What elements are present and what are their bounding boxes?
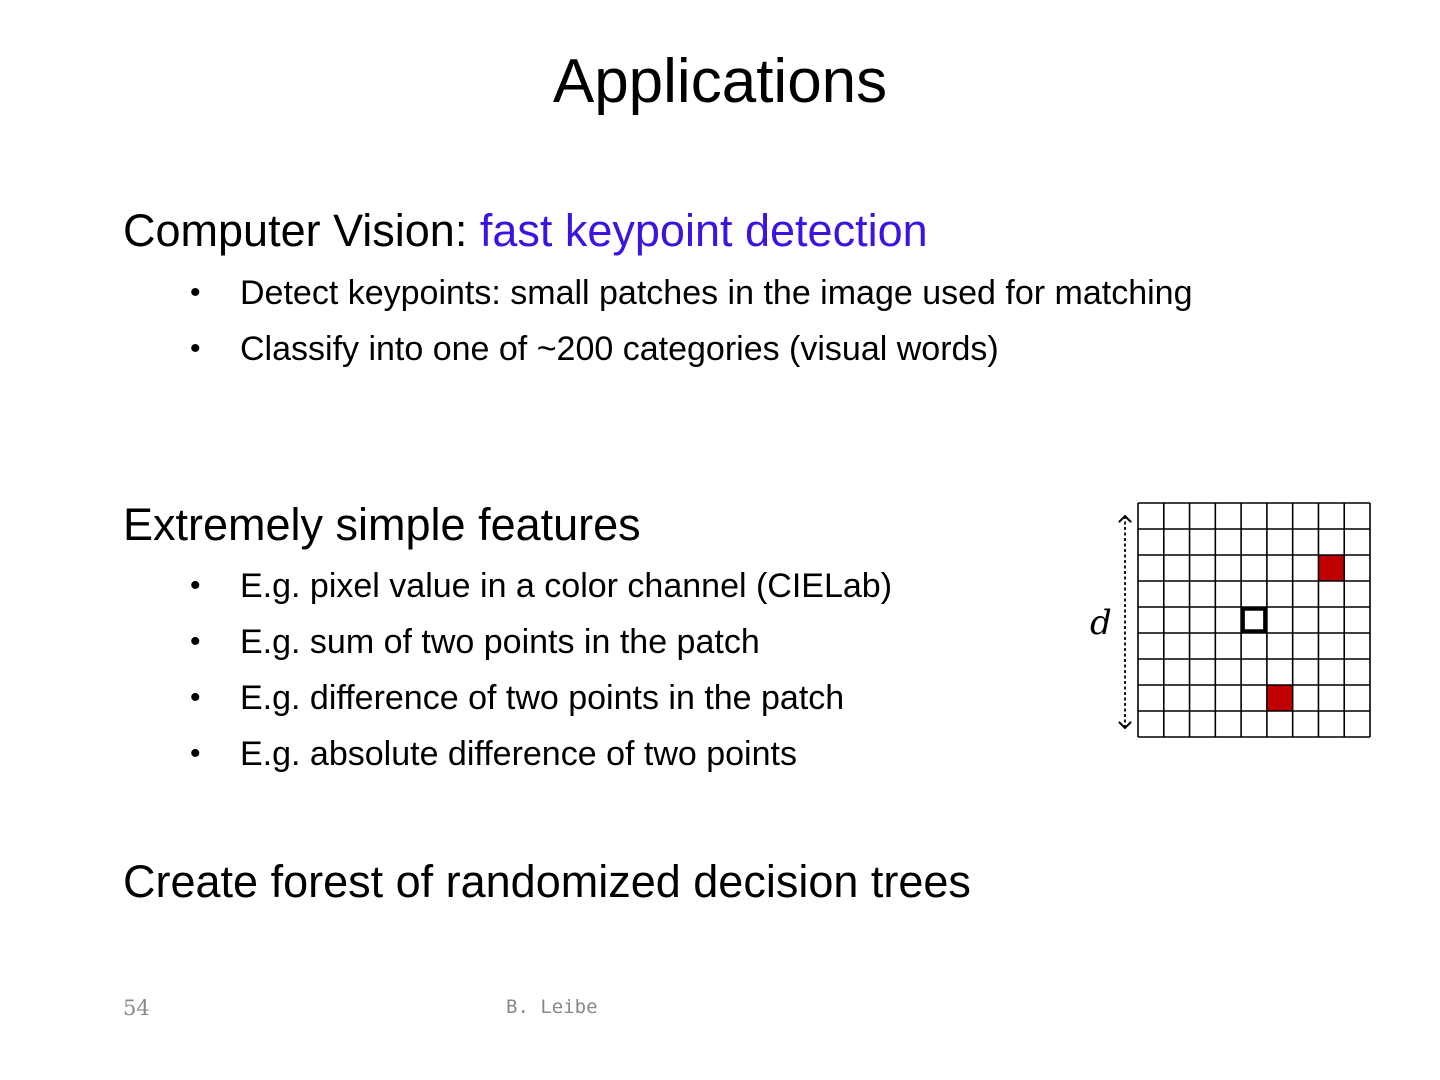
red-cell — [1266, 685, 1293, 711]
footer-author: B. Leibe — [506, 996, 598, 1018]
page-number: 54 — [123, 996, 150, 1020]
bullet-dot-icon: • — [190, 737, 201, 770]
section-heading-computer-vision: Computer Vision: fast keypoint detection — [123, 205, 928, 257]
bullet-dot-icon: • — [190, 332, 201, 365]
grid-cells — [1266, 555, 1345, 711]
slide-title: Applications — [552, 47, 888, 116]
bullet-item: •E.g. pixel value in a color channel (CI… — [190, 563, 1050, 609]
bullet-item: •Detect keypoints: small patches in the … — [190, 270, 1210, 316]
bullet-list-features: •E.g. pixel value in a color channel (CI… — [190, 563, 1050, 777]
heading-accent: fast keypoint detection — [479, 205, 928, 256]
bullet-dot-icon: • — [190, 625, 201, 658]
bullet-item: •E.g. difference of two points in the pa… — [190, 675, 1050, 721]
bullet-item: •E.g. absolute difference of two points — [190, 731, 1050, 777]
bullet-item: •Classify into one of ~200 categories (v… — [190, 326, 1210, 372]
bullet-dot-icon: • — [190, 276, 201, 309]
patch-grid-figure: d — [1090, 502, 1371, 738]
dimension-label: d — [1090, 603, 1112, 643]
outlined-cell — [1241, 607, 1267, 633]
section-heading-forest: Create forest of randomized decision tre… — [123, 856, 971, 907]
bullet-list-keypoints: •Detect keypoints: small patches in the … — [190, 270, 1210, 372]
bullet-item: •E.g. sum of two points in the patch — [190, 619, 1050, 665]
red-cell — [1318, 555, 1345, 581]
grid-lines — [1137, 502, 1371, 738]
heading-prefix: Computer Vision: — [123, 205, 480, 256]
bullet-dot-icon: • — [190, 681, 201, 714]
section-heading-features: Extremely simple features — [123, 499, 641, 550]
bullet-dot-icon: • — [190, 569, 201, 602]
